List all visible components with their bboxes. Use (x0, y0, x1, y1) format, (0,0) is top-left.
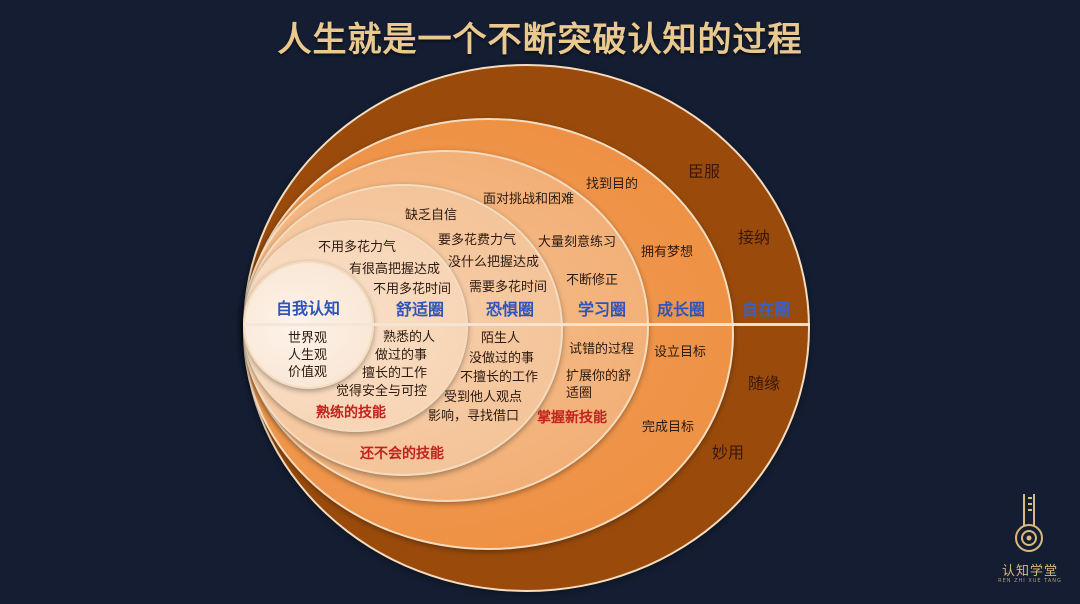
zone-label-fear: 恐惧圈 (486, 300, 535, 319)
brand-logo: 认知学堂 REN ZHI XUE TANG (995, 492, 1065, 602)
text-jiena: 接纳 (738, 228, 771, 247)
text-expand-comfort-2: 适圈 (566, 386, 593, 401)
zone-label-zizai: 自在圈 (742, 300, 791, 319)
text-not-sure: 没什么把握达成 (448, 255, 540, 270)
text-good-at-work: 擅长的工作 (362, 366, 428, 381)
text-never-done: 没做过的事 (469, 351, 535, 366)
text-set-goal: 设立目标 (654, 345, 707, 360)
text-done-before: 做过的事 (375, 348, 428, 363)
text-not-good-at: 不擅长的工作 (460, 370, 539, 385)
zone-label-comfort: 舒适圈 (396, 300, 445, 319)
text-others-opinions: 受到他人观点 (444, 390, 523, 405)
skill-label-proficient: 熟练的技能 (316, 405, 386, 421)
page-title: 人生就是一个不断突破认知的过程 (277, 20, 803, 60)
zone-label-growth: 成长圈 (657, 300, 706, 319)
text-no-time: 不用多花时间 (373, 282, 452, 297)
text-worldview: 世界观 (288, 331, 328, 346)
text-trial-error: 试错的过程 (569, 342, 635, 357)
text-values: 价值观 (288, 365, 328, 380)
skill-label-not-yet: 还不会的技能 (360, 446, 444, 462)
key-keyhole-icon (1015, 494, 1043, 552)
text-face-challenges: 面对挑战和困难 (483, 192, 575, 207)
text-familiar-people: 熟悉的人 (383, 330, 436, 345)
text-lack-confidence: 缺乏自信 (405, 208, 458, 223)
text-safe-controllable: 觉得安全与可控 (336, 384, 428, 399)
text-no-effort: 不用多花力气 (318, 240, 397, 255)
text-suiyuan: 随缘 (748, 374, 781, 393)
text-complete-goal: 完成目标 (642, 420, 695, 435)
horizontal-divider (243, 323, 810, 326)
text-expand-comfort-1: 扩展你的舒 (566, 369, 632, 384)
text-more-time: 需要多花时间 (469, 280, 548, 295)
zone-label-learning: 学习圈 (578, 300, 627, 319)
brand-romanized: REN ZHI XUE TANG (998, 578, 1062, 584)
text-have-dream: 拥有梦想 (641, 245, 694, 260)
text-outlook-on-life: 人生观 (288, 348, 328, 363)
text-keep-correcting: 不断修正 (566, 273, 619, 288)
zone-label-self: 自我认知 (276, 299, 341, 318)
skill-label-master-new: 掌握新技能 (537, 410, 607, 426)
brand-name: 认知学堂 (1001, 564, 1058, 579)
text-deliberate-practice: 大量刻意练习 (538, 235, 617, 250)
text-find-excuses: 影响，寻找借口 (428, 409, 520, 424)
text-strangers: 陌生人 (481, 331, 521, 346)
text-find-purpose: 找到目的 (586, 177, 639, 192)
text-chenfu: 臣服 (688, 162, 721, 181)
text-high-certainty: 有很高把握达成 (349, 262, 441, 277)
text-miaoyong: 妙用 (712, 443, 745, 462)
text-more-effort: 要多花费力气 (438, 233, 517, 248)
